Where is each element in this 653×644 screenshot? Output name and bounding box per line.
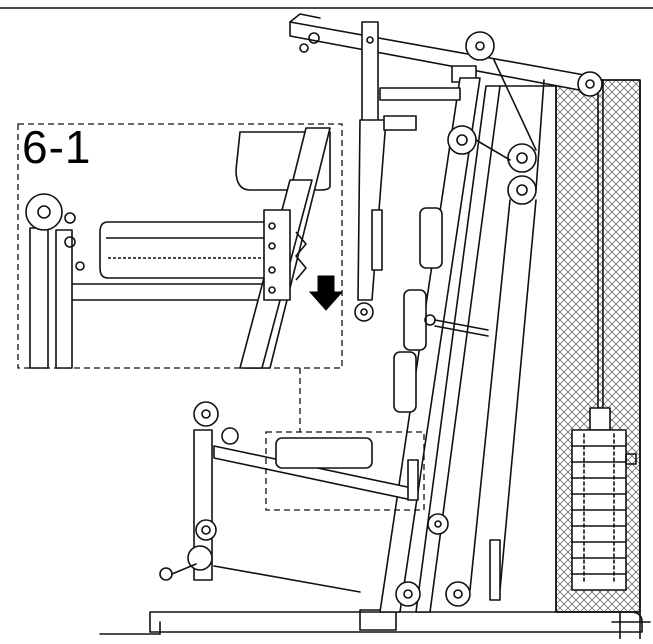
- back-pad: [393, 207, 489, 413]
- pulley-upper: [447, 59, 545, 591]
- top-boom: [289, 13, 603, 97]
- step-label: 6-1: [22, 121, 92, 173]
- detail-callout-6-1: [17, 123, 344, 369]
- seat-assembly: [159, 401, 419, 593]
- arrow-down-icon: [308, 275, 344, 311]
- weight-plates: [571, 429, 637, 591]
- callout-target-box: [265, 431, 425, 511]
- base-rail: [99, 609, 651, 640]
- main-upright: [379, 77, 557, 613]
- arm-post: [354, 21, 417, 322]
- pulley-lower: [395, 513, 501, 607]
